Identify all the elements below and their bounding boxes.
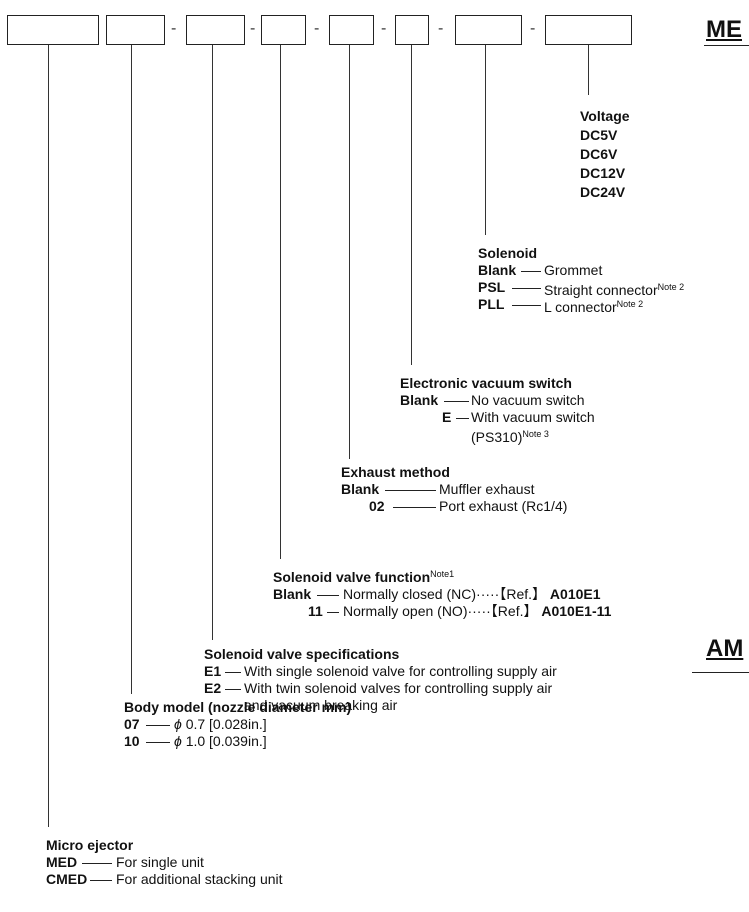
separator-dash: - [381, 20, 387, 37]
voltage-option: DC24V [580, 184, 626, 200]
body-model-title: Body model (nozzle diameter mm) [124, 699, 352, 715]
solenoid-title: Solenoid [478, 245, 538, 261]
lower-title: AM [706, 635, 744, 662]
separator-dash: - [314, 20, 320, 37]
micro-ejector-title: Micro ejector [46, 837, 134, 853]
leader-voltage [588, 45, 589, 95]
valve-function-option: 11 Normally open (NO)·····【Ref.】 A010E1-… [308, 603, 612, 619]
valve-specs-title: Solenoid valve specifications [204, 646, 400, 662]
vacuum-switch-extra: (PS310)Note 3 [471, 429, 549, 445]
leader-ejector [48, 45, 49, 827]
vacuum-switch-option: Blank No vacuum switch [400, 392, 585, 408]
body-model-section: Body model (nozzle diameter mm) 07 ϕ 0.7… [124, 699, 454, 750]
code-box-valve-spec [186, 15, 245, 45]
voltage-option: DC5V [580, 127, 618, 143]
solenoid-option: PLL L connectorNote 2 [478, 296, 644, 315]
leader-exhaust [349, 45, 350, 459]
body-model-option: 10 ϕ 1.0 [0.039in.] [124, 733, 267, 749]
series-title: ME [706, 16, 742, 43]
code-box-exhaust [329, 15, 374, 45]
code-box-ejector [7, 15, 99, 45]
body-model-option: 07 ϕ 0.7 [0.028in.] [124, 716, 267, 732]
code-box-vacuum-switch [395, 15, 429, 45]
micro-ejector-option: MED For single unit [46, 854, 204, 870]
exhaust-option: 02 Port exhaust (Rc1/4) [369, 498, 568, 514]
lower-title-underline [692, 672, 749, 673]
exhaust-section: Exhaust method Blank Muffler exhaust 02 … [341, 464, 641, 515]
voltage-option: DC12V [580, 165, 626, 181]
valve-function-option: Blank Normally closed (NC)·····【Ref.】 A0… [273, 586, 601, 602]
solenoid-option: PSL Straight connectorNote 2 [478, 279, 685, 298]
valve-specs-option: E1 With single solenoid valve for contro… [204, 663, 557, 679]
code-box-solenoid [455, 15, 522, 45]
solenoid-section: Solenoid Blank Grommet PSL Straight conn… [478, 245, 748, 315]
leader-body [131, 45, 132, 694]
separator-dash: - [438, 20, 444, 37]
code-box-valve-function [261, 15, 306, 45]
separator-dash: - [171, 20, 177, 37]
vacuum-switch-section: Electronic vacuum switch Blank No vacuum… [400, 375, 700, 445]
valve-function-section: Solenoid valve functionNote1 Blank Norma… [273, 566, 743, 620]
micro-ejector-section: Micro ejector MED For single unit CMED F… [46, 837, 376, 888]
separator-dash: - [530, 20, 536, 37]
leader-vacuum-switch [411, 45, 412, 365]
leader-valve-spec [212, 45, 213, 640]
code-box-body [106, 15, 165, 45]
solenoid-option: Blank Grommet [478, 262, 603, 278]
voltage-title: Voltage [580, 108, 630, 124]
title-underline [704, 45, 749, 46]
leader-valve-function [280, 45, 281, 559]
exhaust-title: Exhaust method [341, 464, 450, 480]
exhaust-option: Blank Muffler exhaust [341, 481, 535, 497]
vacuum-switch-option: E With vacuum switch [442, 409, 595, 425]
micro-ejector-option: CMED For additional stacking unit [46, 871, 283, 887]
leader-solenoid [485, 45, 486, 235]
valve-specs-section: Solenoid valve specifications E1 With si… [204, 646, 694, 714]
voltage-option: DC6V [580, 146, 618, 162]
valve-specs-continuation: and vacuum breaking air [244, 697, 398, 713]
vacuum-switch-title: Electronic vacuum switch [400, 375, 572, 391]
voltage-section: Voltage DC5V DC6V DC12V DC24V [580, 107, 630, 202]
valve-function-title: Solenoid valve functionNote1 [273, 569, 455, 585]
valve-specs-option: E2 With twin solenoid valves for control… [204, 680, 553, 696]
code-box-voltage [545, 15, 632, 45]
separator-dash: - [250, 20, 256, 37]
